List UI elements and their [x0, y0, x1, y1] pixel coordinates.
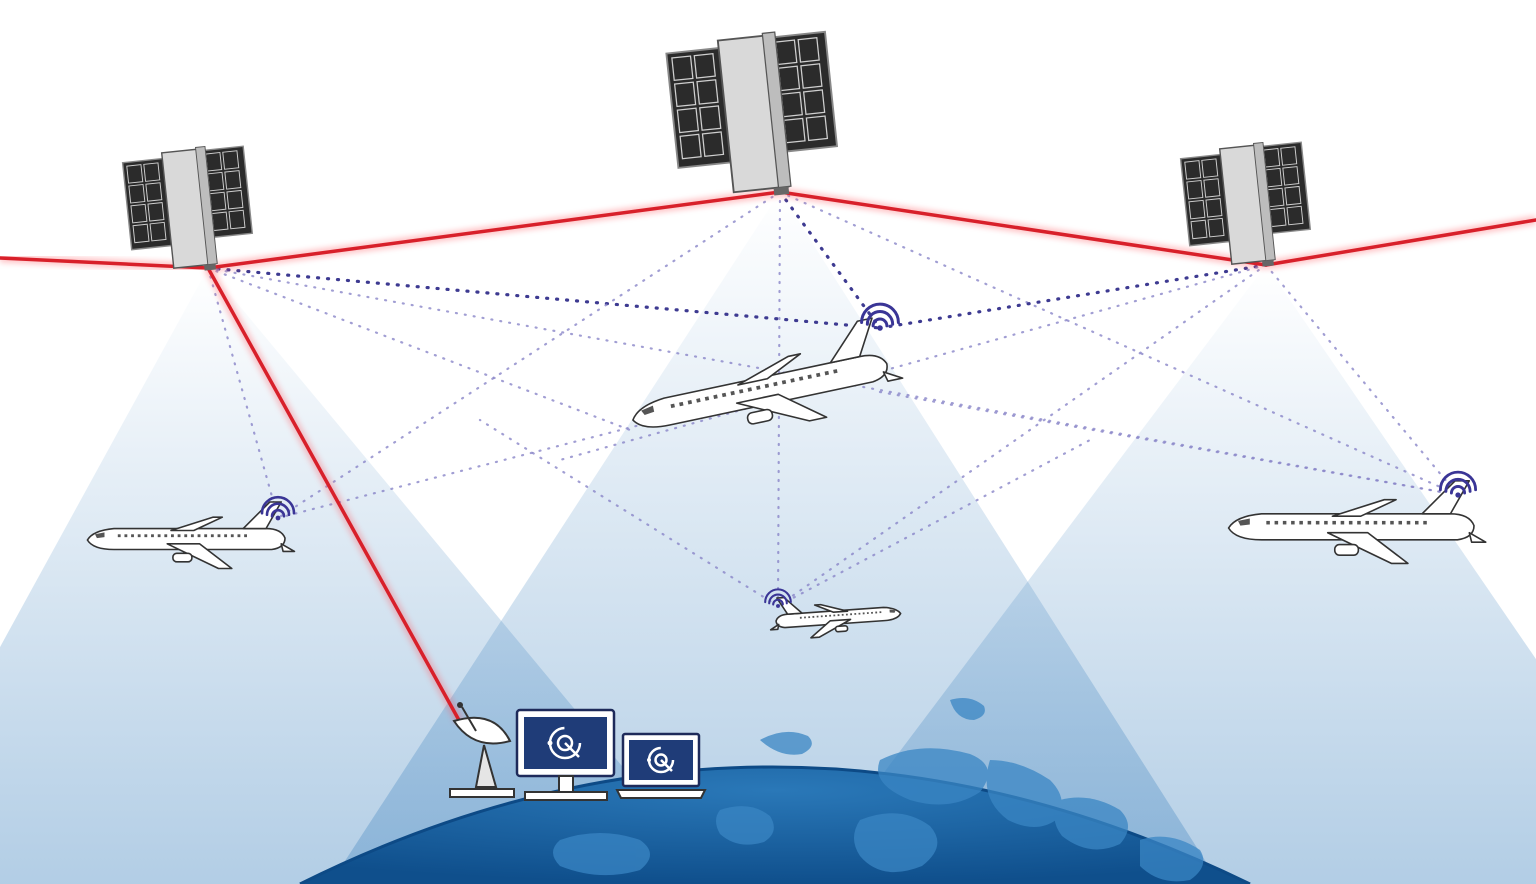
- wifi-signal-icon: [860, 302, 900, 331]
- coverage-beam: [800, 265, 1536, 884]
- satellite-icon: [1179, 141, 1312, 267]
- airplane-icon: [86, 501, 296, 570]
- wifi-signal-icon: [764, 588, 792, 608]
- airplane-icon: [632, 317, 904, 428]
- wifi-layer: [260, 302, 1478, 608]
- aircraft-layer: [86, 317, 1487, 639]
- satellite-icon: [665, 30, 839, 196]
- dotted-link: [206, 266, 280, 520]
- desktop-monitor-icon: [515, 708, 616, 801]
- dotted-link: [778, 190, 882, 330]
- dotted-link: [776, 263, 1268, 608]
- laser-crosslink: [206, 190, 782, 270]
- tracking-logo-icon: [547, 726, 582, 760]
- dotted-link: [878, 263, 1268, 330]
- wifi-signal-icon: [260, 495, 296, 521]
- dotted-link: [276, 190, 782, 520]
- laser-crosslink: [1264, 218, 1536, 267]
- laser-crosslinks: [0, 187, 1536, 725]
- wifi-signal-icon: [1438, 470, 1478, 498]
- airplane-icon: [769, 596, 902, 639]
- tracking-logo-icon: [647, 746, 675, 774]
- ground-station: [449, 702, 707, 801]
- satellite-dish-icon: [449, 702, 515, 798]
- laser-crosslink: [778, 190, 1268, 267]
- laser-downlink: [206, 266, 462, 724]
- laptop-icon: [615, 732, 707, 799]
- satellite-icon: [121, 145, 254, 271]
- dotted-link: [206, 266, 882, 330]
- dotted-link: [206, 266, 632, 432]
- satellite-layer: [121, 30, 1312, 271]
- airplane-icon: [1227, 479, 1487, 565]
